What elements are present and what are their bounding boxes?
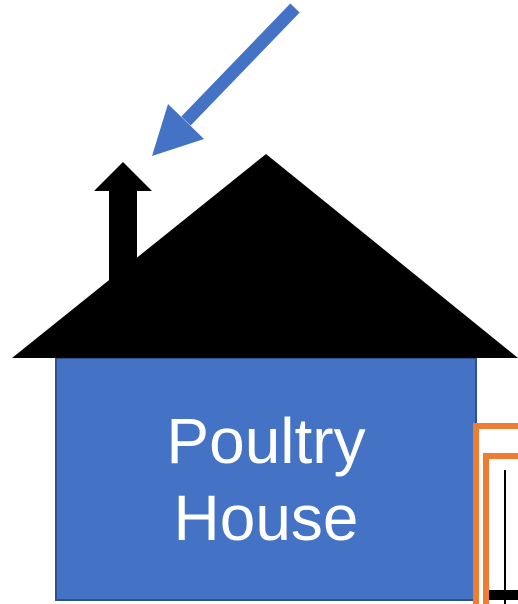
chimney-arrow-head [94,162,152,191]
roof [12,154,518,358]
side-structure [473,423,518,604]
house-body [55,357,477,601]
pointer-arrow-head [152,104,204,156]
pointer-arrow-shaft [181,3,300,126]
pointer-arrow-icon [152,3,300,156]
chimney-shaft [109,190,137,286]
chimney-exhaust-arrow-icon [94,162,152,286]
side-structure-inner-frame [483,453,518,604]
side-structure-base [489,590,518,600]
side-structure-frame [473,423,518,604]
